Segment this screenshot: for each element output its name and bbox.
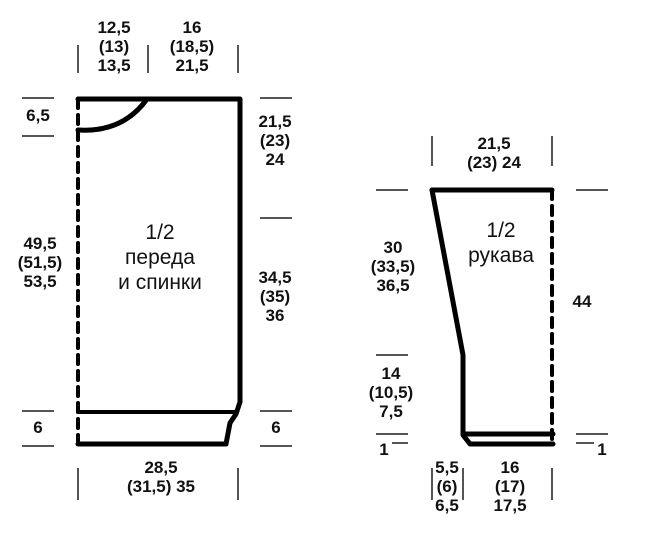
size-3: 36,5 <box>376 276 410 295</box>
bottom-width-label: 28,5 (31,5) 35 <box>96 458 226 496</box>
neck-depth-label: 6,5 <box>26 106 50 125</box>
sleeve-piece-title: 1/2 рукава <box>456 218 546 268</box>
size-1: 5,5 <box>435 458 459 477</box>
size-2: (33,5) <box>370 257 416 276</box>
sleeve-piece-outline <box>429 187 556 447</box>
hem-left-label: 6 <box>33 418 43 437</box>
size-2: (6) <box>436 477 458 496</box>
size-1: 16 <box>182 18 202 37</box>
size-1: 30 <box>383 238 403 257</box>
sleeve-total-length-label: 44 <box>572 292 592 311</box>
size-2: (18,5) <box>169 37 215 56</box>
sleeve-bottom-offset-label: 5,5 (6) 6,5 <box>426 458 468 515</box>
sleeve-lower-straight-label: 14 (10,5) 7,5 <box>358 364 424 421</box>
size-1: 21,5 <box>477 134 511 153</box>
body-piece-outline <box>75 96 243 447</box>
size-1: 34,5 <box>258 268 292 287</box>
size-3: 7,5 <box>379 402 403 421</box>
sleeve-top-width-label: 21,5 (23) 24 <box>452 134 536 172</box>
title-line-2: рукава <box>468 244 534 267</box>
size-1: 28,5 <box>144 458 178 477</box>
size-2: (17) <box>494 477 526 496</box>
size-1: 14 <box>381 364 401 383</box>
size-1: 49,5 <box>23 234 57 253</box>
size-2: (13) <box>98 37 130 56</box>
size-1: 16 <box>500 458 520 477</box>
size-2-3: (23) 24 <box>467 153 521 172</box>
size-2: (51,5) <box>17 253 63 272</box>
size-2: (23) <box>259 131 291 150</box>
title-line-1: 1/2 <box>145 221 175 244</box>
size-1: 12,5 <box>97 18 131 37</box>
title-line-1: 1/2 <box>486 219 516 242</box>
size-2: (35) <box>259 287 291 306</box>
size-3: 24 <box>265 150 285 169</box>
side-length-label: 34,5 (35) 36 <box>246 268 304 325</box>
sleeve-upper-slope-label: 30 (33,5) 36,5 <box>360 238 426 295</box>
armhole-height-label: 21,5 (23) 24 <box>246 112 304 169</box>
size-2: (10,5) <box>368 383 414 402</box>
body-dimension-ticks <box>22 45 292 500</box>
title-line-2: переда <box>125 246 195 269</box>
neck-width-label: 12,5 (13) 13,5 <box>86 18 142 75</box>
total-length-label: 49,5 (51,5) 53,5 <box>8 234 72 291</box>
size-3: 13,5 <box>97 56 131 75</box>
hem-right-label: 6 <box>271 418 281 437</box>
size-2-3: (31,5) 35 <box>126 477 196 496</box>
sleeve-dimension-ticks <box>376 136 608 500</box>
cuff-right-label: 1 <box>597 440 607 459</box>
size-3: 53,5 <box>23 272 57 291</box>
size-3: 6,5 <box>435 496 459 515</box>
size-3: 21,5 <box>175 56 209 75</box>
title-line-3: и спинки <box>118 271 202 294</box>
shoulder-width-label: 16 (18,5) 21,5 <box>160 18 224 75</box>
body-piece-title: 1/2 переда и спинки <box>90 220 230 295</box>
size-3: 17,5 <box>493 496 527 515</box>
sleeve-bottom-width-label: 16 (17) 17,5 <box>482 458 538 515</box>
size-1: 21,5 <box>258 112 292 131</box>
cuff-left-label: 1 <box>379 440 389 459</box>
size-3: 36 <box>265 306 285 325</box>
